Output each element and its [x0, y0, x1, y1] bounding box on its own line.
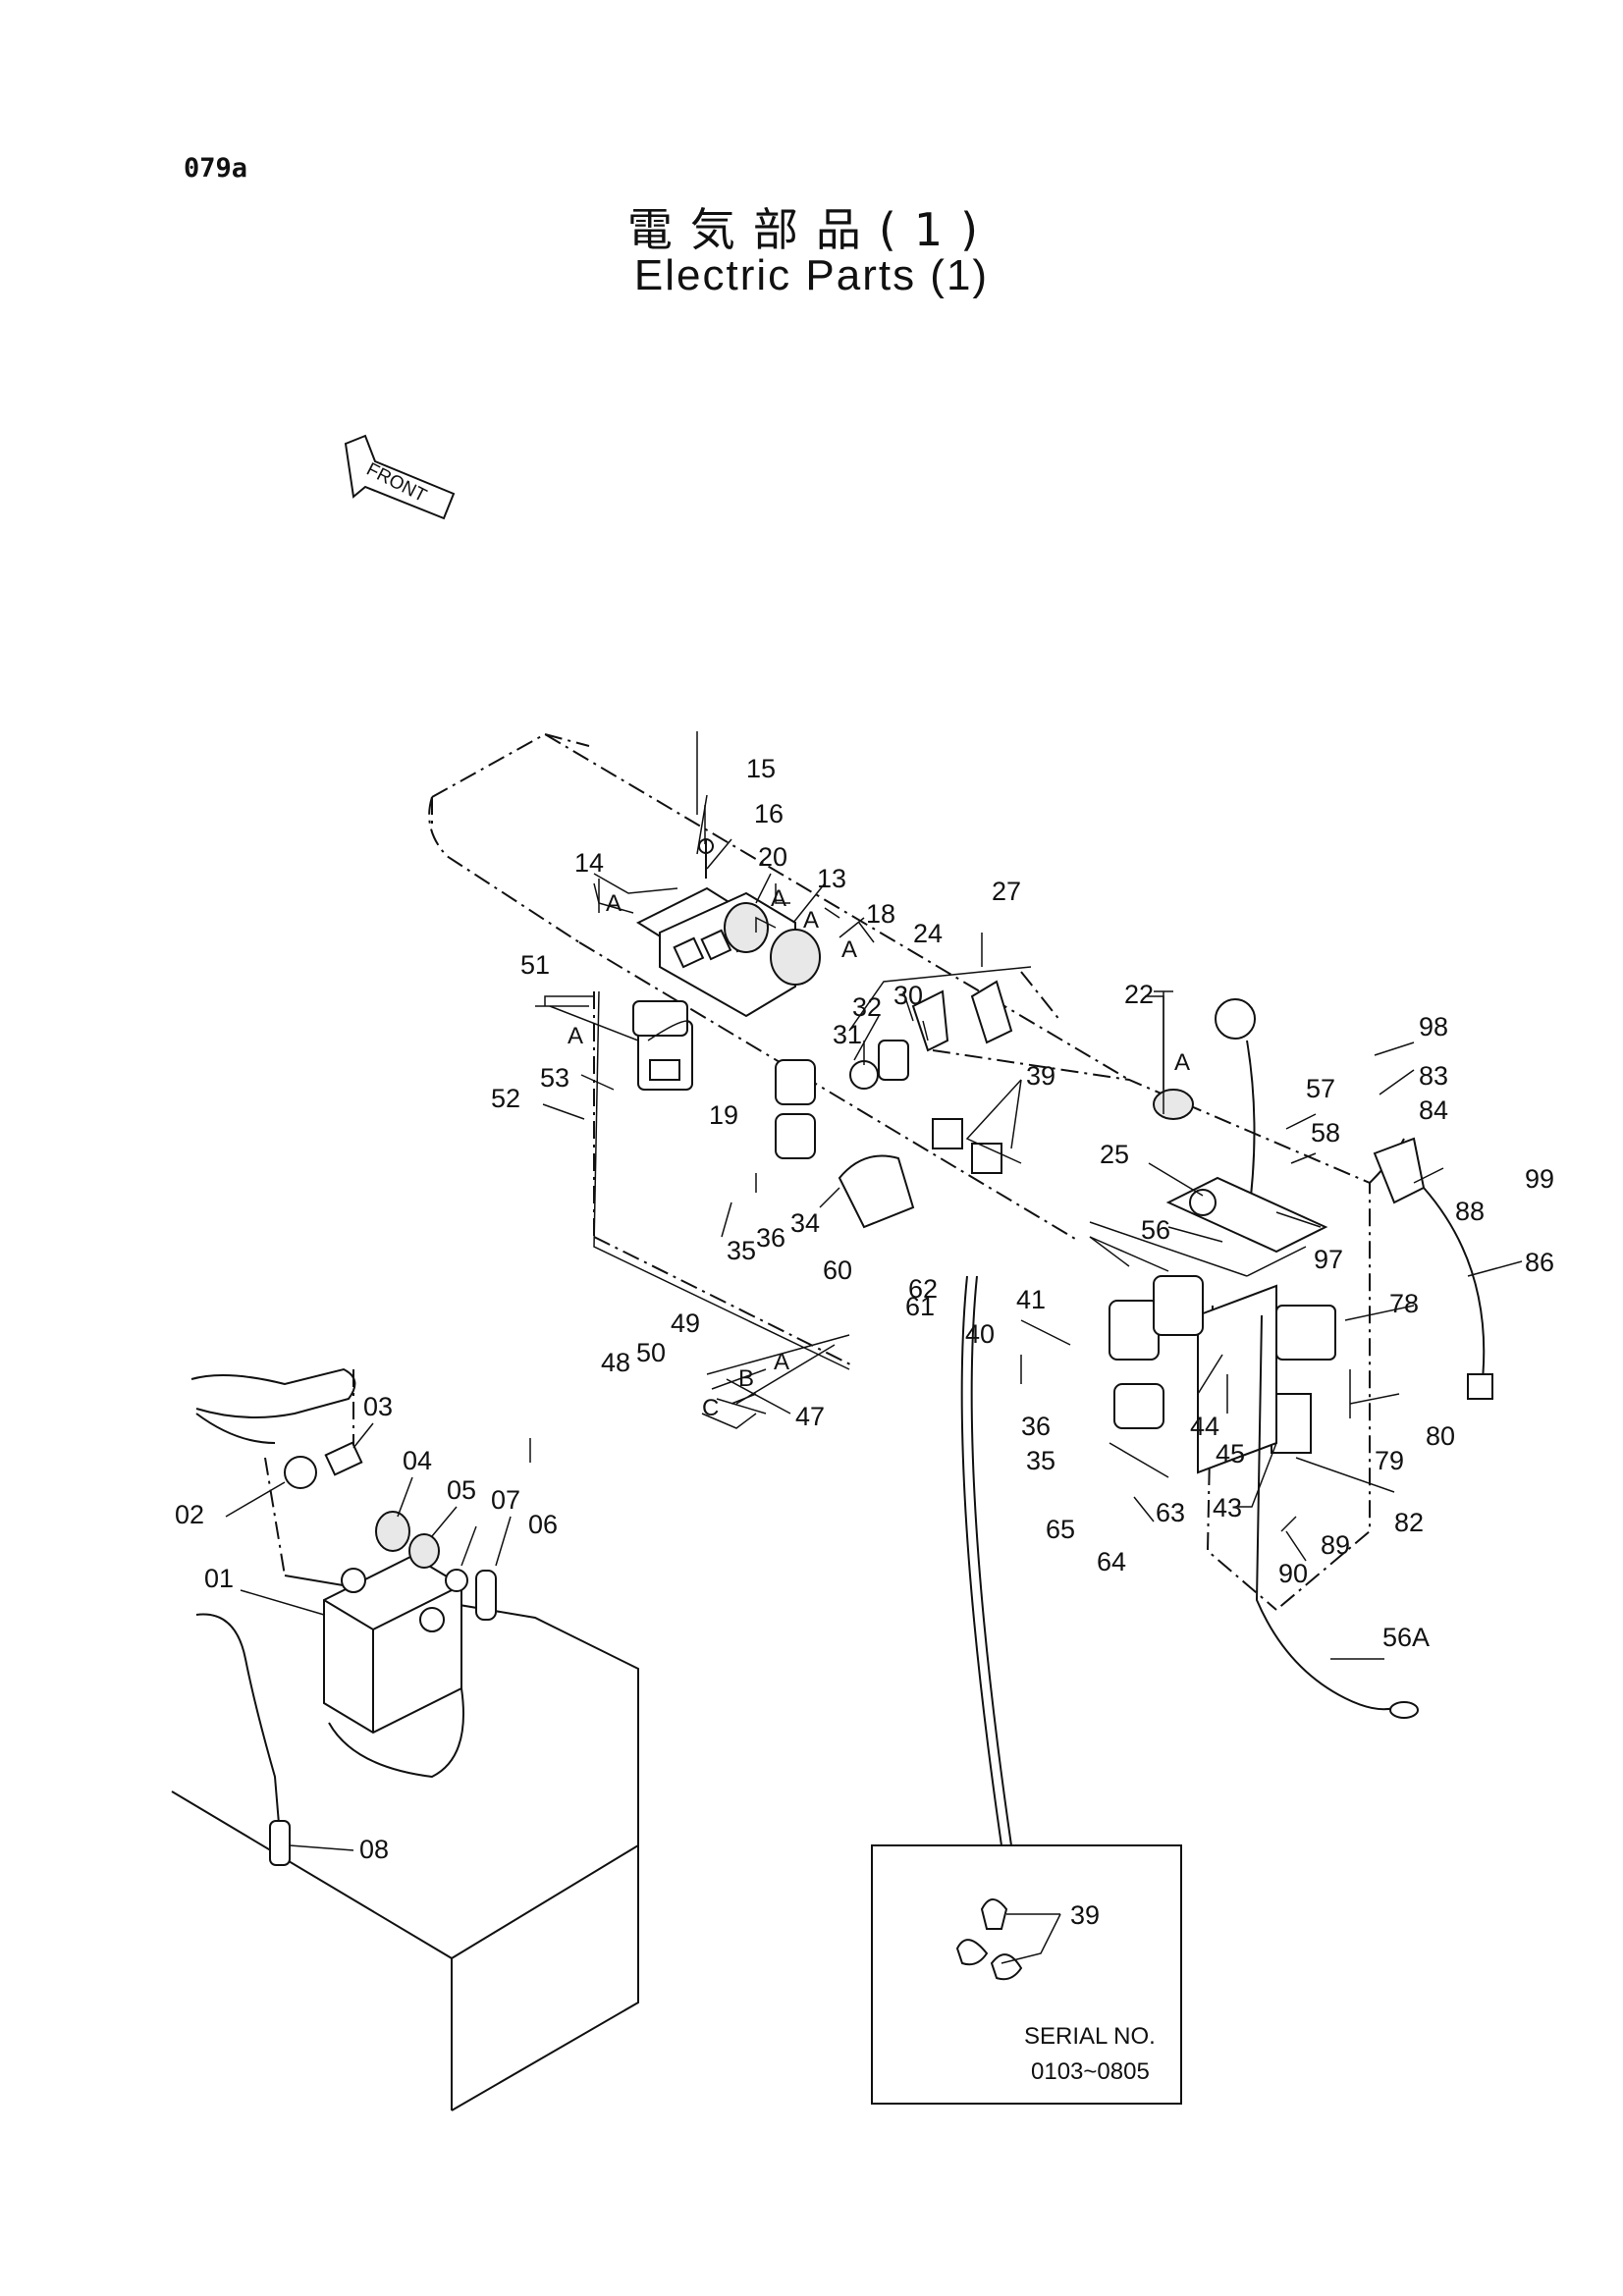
callout-label: 86 — [1525, 1248, 1554, 1277]
callout-label: 15 — [746, 754, 776, 783]
monitor-panel — [635, 838, 821, 1018]
group-letter: A — [803, 907, 819, 934]
callout-label: 22 — [1124, 980, 1154, 1009]
callout-label: 64 — [1097, 1547, 1126, 1576]
callout-label: 43 — [1213, 1493, 1242, 1522]
callout-label: 90 — [1278, 1559, 1308, 1588]
callout-label: 40 — [965, 1319, 995, 1349]
callout-label: 60 — [823, 1255, 852, 1285]
callout-label: 30 — [893, 981, 923, 1010]
callout-labels: 15 16 14 20 13 18 51 27 24 22 30 32 31 5… — [175, 754, 1554, 1864]
callout-label: 47 — [795, 1402, 825, 1431]
callout-label: 13 — [817, 864, 846, 893]
callout-label: 39 — [1026, 1061, 1055, 1091]
callout-label: 50 — [636, 1338, 666, 1367]
title-japanese: 電気部品(1) — [626, 203, 997, 256]
callout-label: 24 — [913, 919, 943, 948]
battery-box-outline — [171, 1367, 639, 2111]
callout-label: 03 — [363, 1392, 393, 1421]
callout-label: 48 — [601, 1348, 630, 1377]
callout-label: 78 — [1389, 1289, 1419, 1318]
group-letter-labels: A A A A A A A B C — [568, 885, 1190, 1421]
callout-label: 88 — [1455, 1197, 1485, 1226]
callout-label: 36 — [1021, 1412, 1051, 1441]
callout-label: 49 — [671, 1308, 700, 1338]
group-brackets — [535, 882, 1173, 1429]
callout-label: 20 — [758, 842, 787, 872]
callout-label: 02 — [175, 1500, 204, 1529]
callout-label: 61 — [905, 1292, 935, 1321]
group-letter: A — [841, 936, 857, 963]
callout-label: 25 — [1100, 1140, 1129, 1169]
callout-label: 82 — [1394, 1508, 1424, 1537]
title-english: Electric Parts (1) — [633, 251, 990, 299]
relay-cluster — [632, 980, 1013, 1229]
callout-label: 19 — [709, 1100, 738, 1130]
callout-label: 04 — [403, 1446, 432, 1475]
callout-label: 27 — [992, 877, 1021, 906]
callout-label: 18 — [866, 899, 895, 929]
callout-label: 35 — [1026, 1446, 1055, 1475]
callout-label: 57 — [1306, 1074, 1335, 1103]
cable-40 — [960, 1275, 1012, 1846]
group-letter: A — [606, 890, 622, 917]
callout-label: 34 — [790, 1208, 820, 1238]
callout-label: 63 — [1156, 1498, 1185, 1527]
callout-label: 62 — [908, 1274, 938, 1304]
callout-label: 44 — [1190, 1412, 1219, 1441]
serial-number-label: SERIAL NO. — [1024, 2023, 1156, 2050]
relay-mid — [1109, 1275, 1204, 1429]
inset-callout-39: 39 — [1070, 1900, 1100, 1930]
callout-label: 08 — [359, 1835, 389, 1864]
callout-label: 07 — [491, 1485, 520, 1515]
callout-label: 56A — [1382, 1623, 1430, 1652]
serial-number-range: 0103~0805 — [1031, 2058, 1150, 2085]
callout-label: 51 — [520, 950, 550, 980]
front-arrow-icon: FRONT — [344, 434, 456, 520]
group-letter: A — [774, 1349, 789, 1375]
callout-label: 14 — [574, 848, 604, 878]
callout-label: 97 — [1314, 1245, 1343, 1274]
callout-label: 83 — [1419, 1061, 1448, 1091]
callout-label: 41 — [1016, 1285, 1046, 1314]
group-letter: B — [738, 1365, 754, 1392]
callout-label: 01 — [204, 1564, 234, 1593]
callout-label: 45 — [1216, 1439, 1245, 1468]
callout-label: 53 — [540, 1063, 569, 1093]
page-code: 079a — [184, 153, 248, 184]
callout-label: 79 — [1375, 1446, 1404, 1475]
callout-label: 52 — [491, 1084, 520, 1113]
group-letter: A — [771, 885, 786, 912]
callout-label: 98 — [1419, 1012, 1448, 1041]
callout-label: 84 — [1419, 1095, 1448, 1125]
callout-label: 58 — [1311, 1118, 1340, 1148]
callout-label: 16 — [754, 799, 784, 828]
battery — [195, 1441, 497, 1866]
callout-label: 89 — [1321, 1530, 1350, 1560]
callout-label: 36 — [756, 1223, 785, 1253]
callout-label: 99 — [1525, 1164, 1554, 1194]
callout-label: 31 — [833, 1020, 862, 1049]
serial-inset-box: 39 SERIAL NO. 0103~0805 — [871, 1844, 1182, 2105]
callout-label: 05 — [447, 1475, 476, 1505]
callout-label: 80 — [1426, 1421, 1455, 1451]
group-letter: A — [1174, 1049, 1190, 1076]
callout-label: 06 — [528, 1510, 558, 1539]
callout-label: 56 — [1141, 1215, 1170, 1245]
group-letter: A — [568, 1023, 583, 1049]
group-letter: C — [702, 1395, 719, 1421]
callout-label: 65 — [1046, 1515, 1075, 1544]
callout-label: 32 — [852, 992, 882, 1022]
callout-label: 35 — [727, 1236, 756, 1265]
